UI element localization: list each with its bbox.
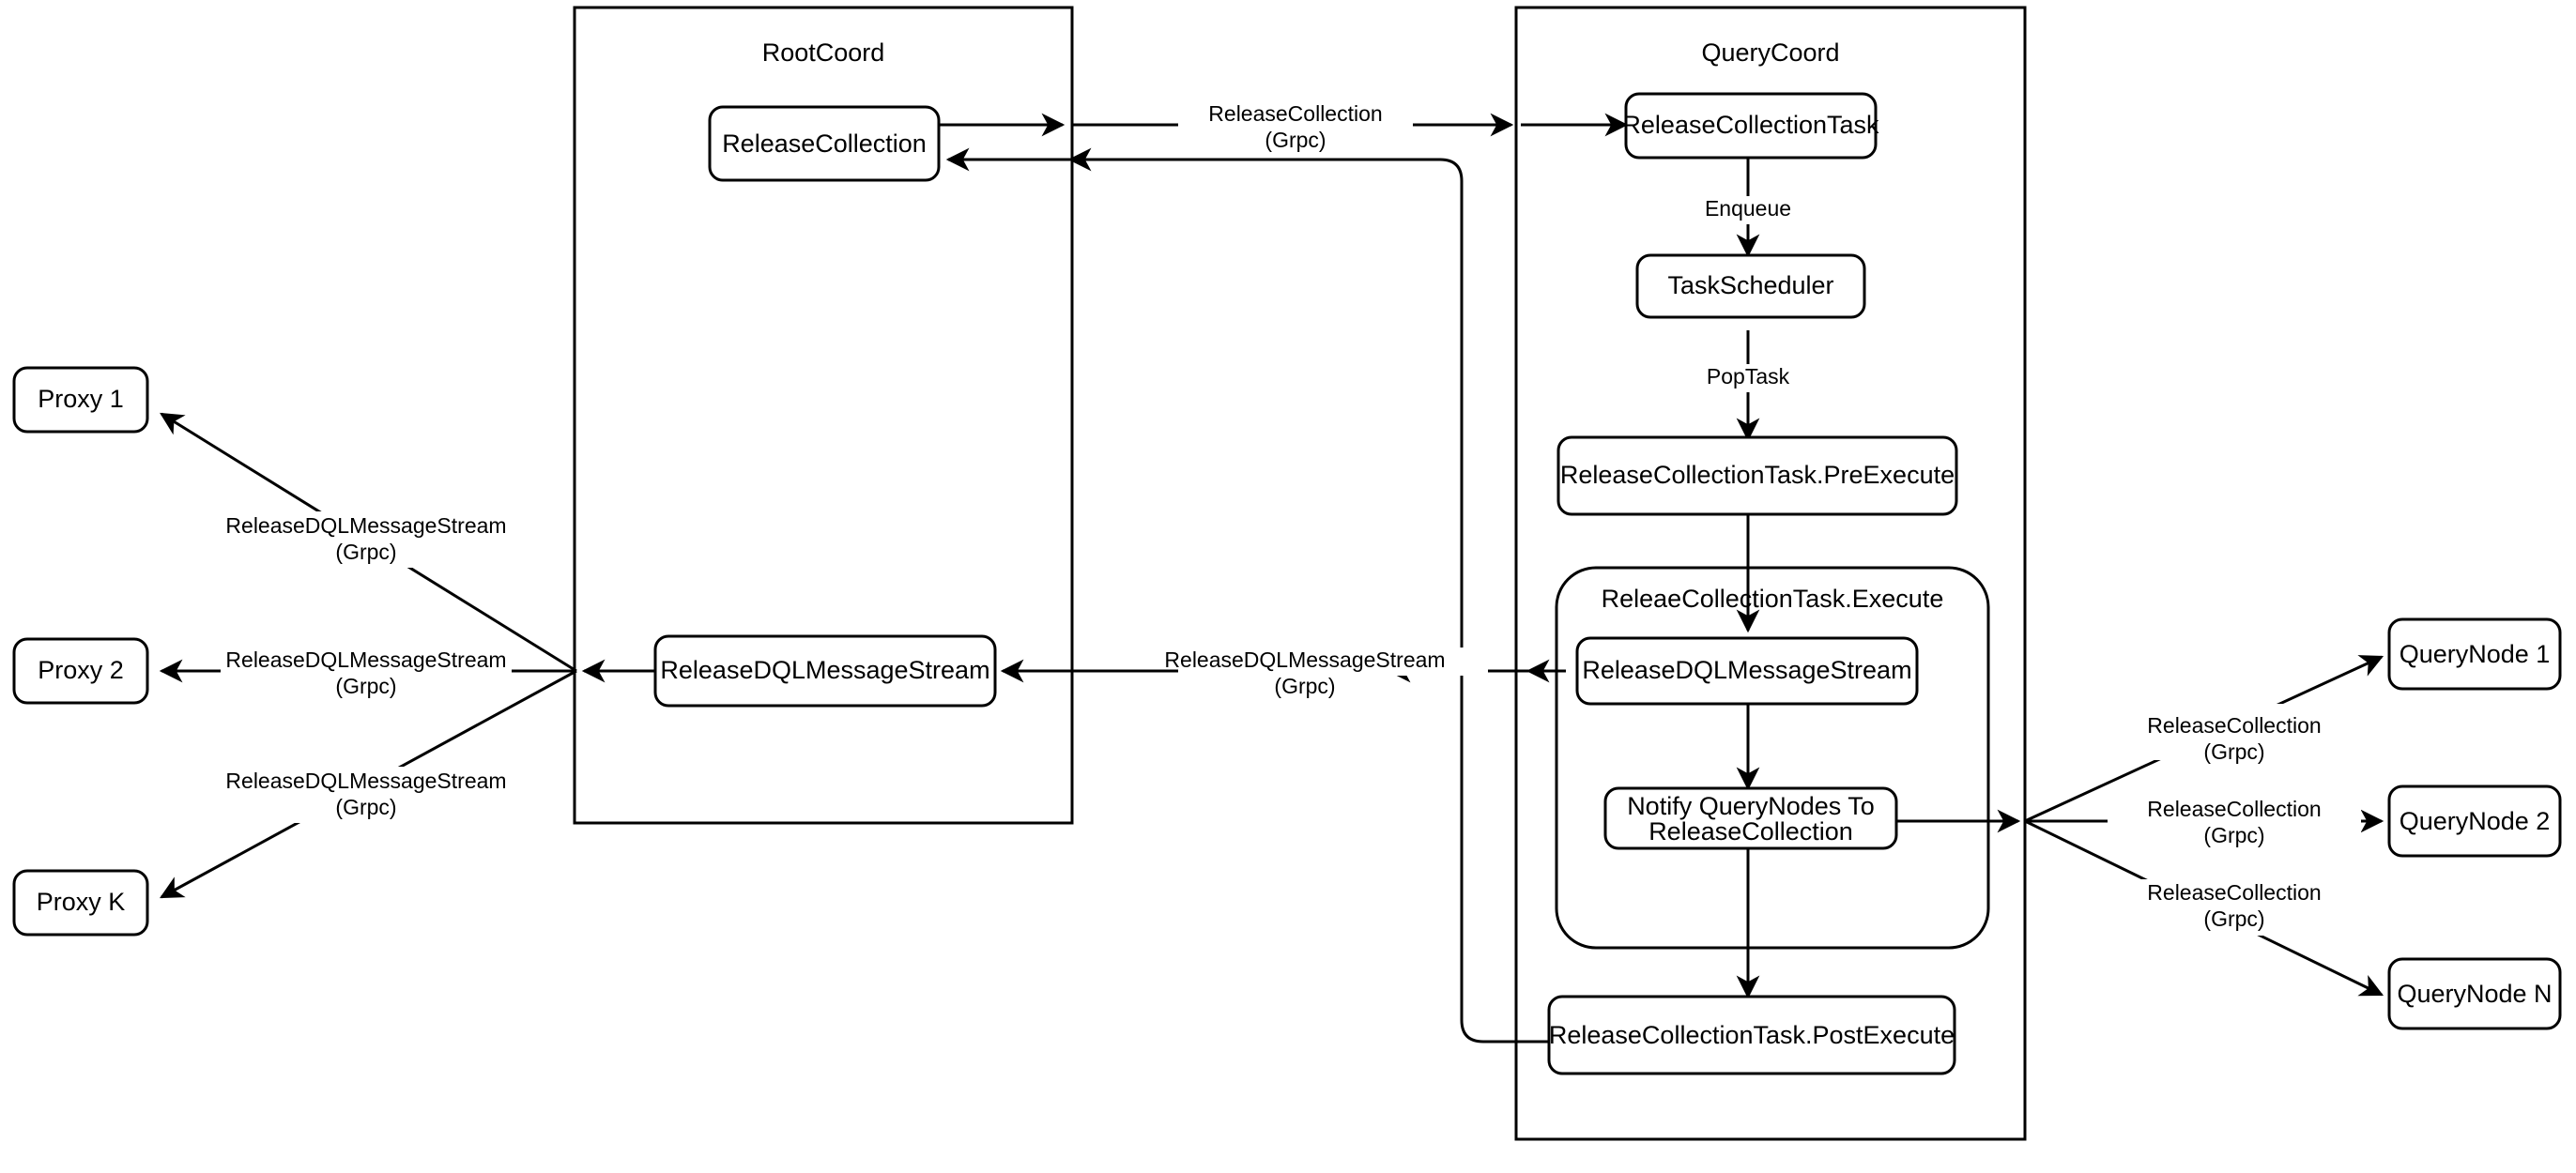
edge-label-querynode2-line2: (Grpc) <box>2203 823 2264 847</box>
node-notify-querynodes-label-line2: ReleaseCollection <box>1648 817 1853 845</box>
node-notify-querynodes-label-line1: Notify QueryNodes To <box>1627 792 1875 820</box>
edge-label-proxy2-line2: (Grpc) <box>335 674 396 698</box>
node-rootcoord-release-collection-label: ReleaseCollection <box>722 129 927 158</box>
node-querynode1[interactable] <box>2387 617 2562 691</box>
edge-label-querynoden-line1: ReleaseCollection <box>2147 880 2321 905</box>
node-querynode2-label: QueryNode 2 <box>2400 807 2551 835</box>
edge-label-proxyk-line1: ReleaseDQLMessageStream <box>225 769 506 793</box>
edge-label-bg-enqueue <box>1664 196 1832 224</box>
edge-label-bg-proxy1 <box>221 511 512 568</box>
node-post-execute[interactable] <box>1547 995 1956 1075</box>
group-rootcoord-label: RootCoord <box>762 38 885 67</box>
node-rootcoord-release-dql-label: ReleaseDQLMessageStream <box>660 656 989 684</box>
node-proxyk[interactable] <box>12 869 149 937</box>
node-proxy1[interactable] <box>12 366 149 434</box>
edge-label-proxy2-line1: ReleaseDQLMessageStream <box>225 647 506 672</box>
edge-label-querynode2-line1: ReleaseCollection <box>2147 797 2321 821</box>
edge-label-querynode1-line2: (Grpc) <box>2203 739 2264 764</box>
edge-label-qcdql-line2: (Grpc) <box>1274 674 1335 698</box>
edge-label-querynode1-line1: ReleaseCollection <box>2147 713 2321 738</box>
node-pre-execute-label: ReleaseCollectionTask.PreExecute <box>1560 461 1955 489</box>
edge-label-qcdql-line1: ReleaseDQLMessageStream <box>1164 647 1445 672</box>
edge-label-bg-querynode1 <box>2108 704 2361 760</box>
group-execute-label: ReleaeCollectionTask.Execute <box>1602 585 1944 613</box>
node-execute-release-dql[interactable] <box>1575 636 1919 706</box>
node-task-scheduler-label: TaskScheduler <box>1667 271 1833 299</box>
edge-label-bg-proxy2 <box>221 647 512 704</box>
edge-label-enqueue: Enqueue <box>1705 196 1791 221</box>
group-querycoord-label: QueryCoord <box>1701 38 1839 67</box>
edge-label-bg-proxyk <box>221 767 512 823</box>
node-querynoden[interactable] <box>2387 957 2562 1030</box>
node-proxy1-label: Proxy 1 <box>38 385 124 413</box>
node-proxy2[interactable] <box>12 637 149 705</box>
edge-label-proxy1-line1: ReleaseDQLMessageStream <box>225 513 506 538</box>
edge-label-proxy1-line2: (Grpc) <box>335 540 396 564</box>
edge-label-bg-rc-to-qc <box>1178 101 1413 129</box>
edge-label-bg-qcdql <box>1178 647 1488 676</box>
node-notify-querynodes[interactable] <box>1603 786 1898 850</box>
edge-label-bg-querynoden <box>2108 879 2361 936</box>
edge-label-bg-querynode2 <box>2108 796 2361 852</box>
edge-label-rc-to-qc-line2: (Grpc) <box>1265 128 1326 152</box>
node-post-execute-label: ReleaseCollectionTask.PostExecute <box>1549 1021 1955 1049</box>
edge-postexecute-return-path <box>1081 158 1549 1044</box>
edge-label-querynoden-line2: (Grpc) <box>2203 906 2264 931</box>
node-pre-execute[interactable] <box>1556 435 1958 516</box>
node-proxyk-label: Proxy K <box>37 888 126 916</box>
node-proxy2-label: Proxy 2 <box>38 656 124 684</box>
node-querynoden-label: QueryNode N <box>2397 980 2552 1008</box>
node-release-collection-task-label: ReleaseCollectionTask <box>1622 111 1879 139</box>
group-rootcoord <box>573 6 1074 825</box>
group-querycoord <box>1514 6 2027 1141</box>
node-release-collection-task[interactable] <box>1624 92 1878 160</box>
node-task-scheduler[interactable] <box>1635 253 1866 319</box>
node-rootcoord-release-collection[interactable] <box>708 105 941 182</box>
node-rootcoord-release-dql[interactable] <box>653 634 997 708</box>
edge-label-proxyk-line2: (Grpc) <box>335 795 396 819</box>
node-querynode2[interactable] <box>2387 785 2562 858</box>
node-querynode1-label: QueryNode 1 <box>2400 640 2551 668</box>
edge-label-rc-to-qc-line1: ReleaseCollection <box>1208 101 1382 126</box>
group-execute <box>1555 566 1990 950</box>
edge-label-bg-poptask <box>1673 364 1823 392</box>
node-execute-release-dql-label: ReleaseDQLMessageStream <box>1582 656 1911 684</box>
edge-label-poptask: PopTask <box>1707 364 1790 388</box>
